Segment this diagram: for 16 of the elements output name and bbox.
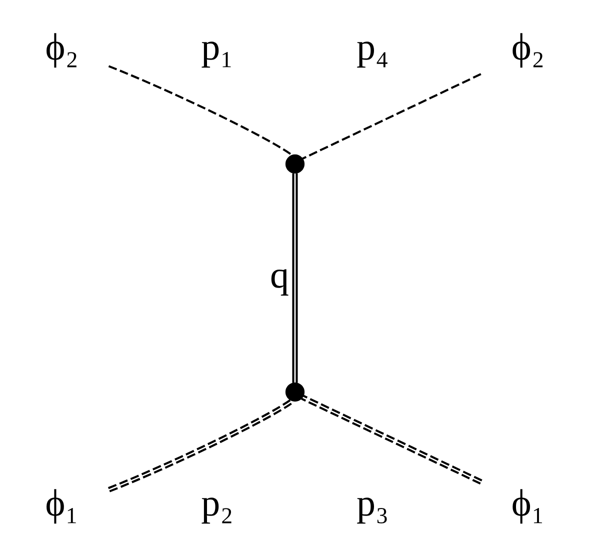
connector — [108, 65, 294, 156]
connector — [302, 73, 482, 160]
connector — [292, 173, 298, 383]
node-text: ϕ₁ — [45, 482, 79, 525]
node-circle — [285, 382, 305, 402]
label: p₄ — [356, 26, 389, 69]
node-text: ϕ₂ — [45, 26, 79, 69]
label: p₁ — [201, 26, 234, 69]
node-circle — [285, 154, 305, 174]
label: q — [270, 254, 289, 297]
connector — [301, 394, 482, 485]
node-text: ϕ₂ — [511, 26, 545, 69]
node-text: ϕ₁ — [511, 482, 545, 525]
label: p₂ — [201, 482, 234, 525]
connector — [108, 398, 294, 492]
label: p₃ — [356, 482, 389, 525]
